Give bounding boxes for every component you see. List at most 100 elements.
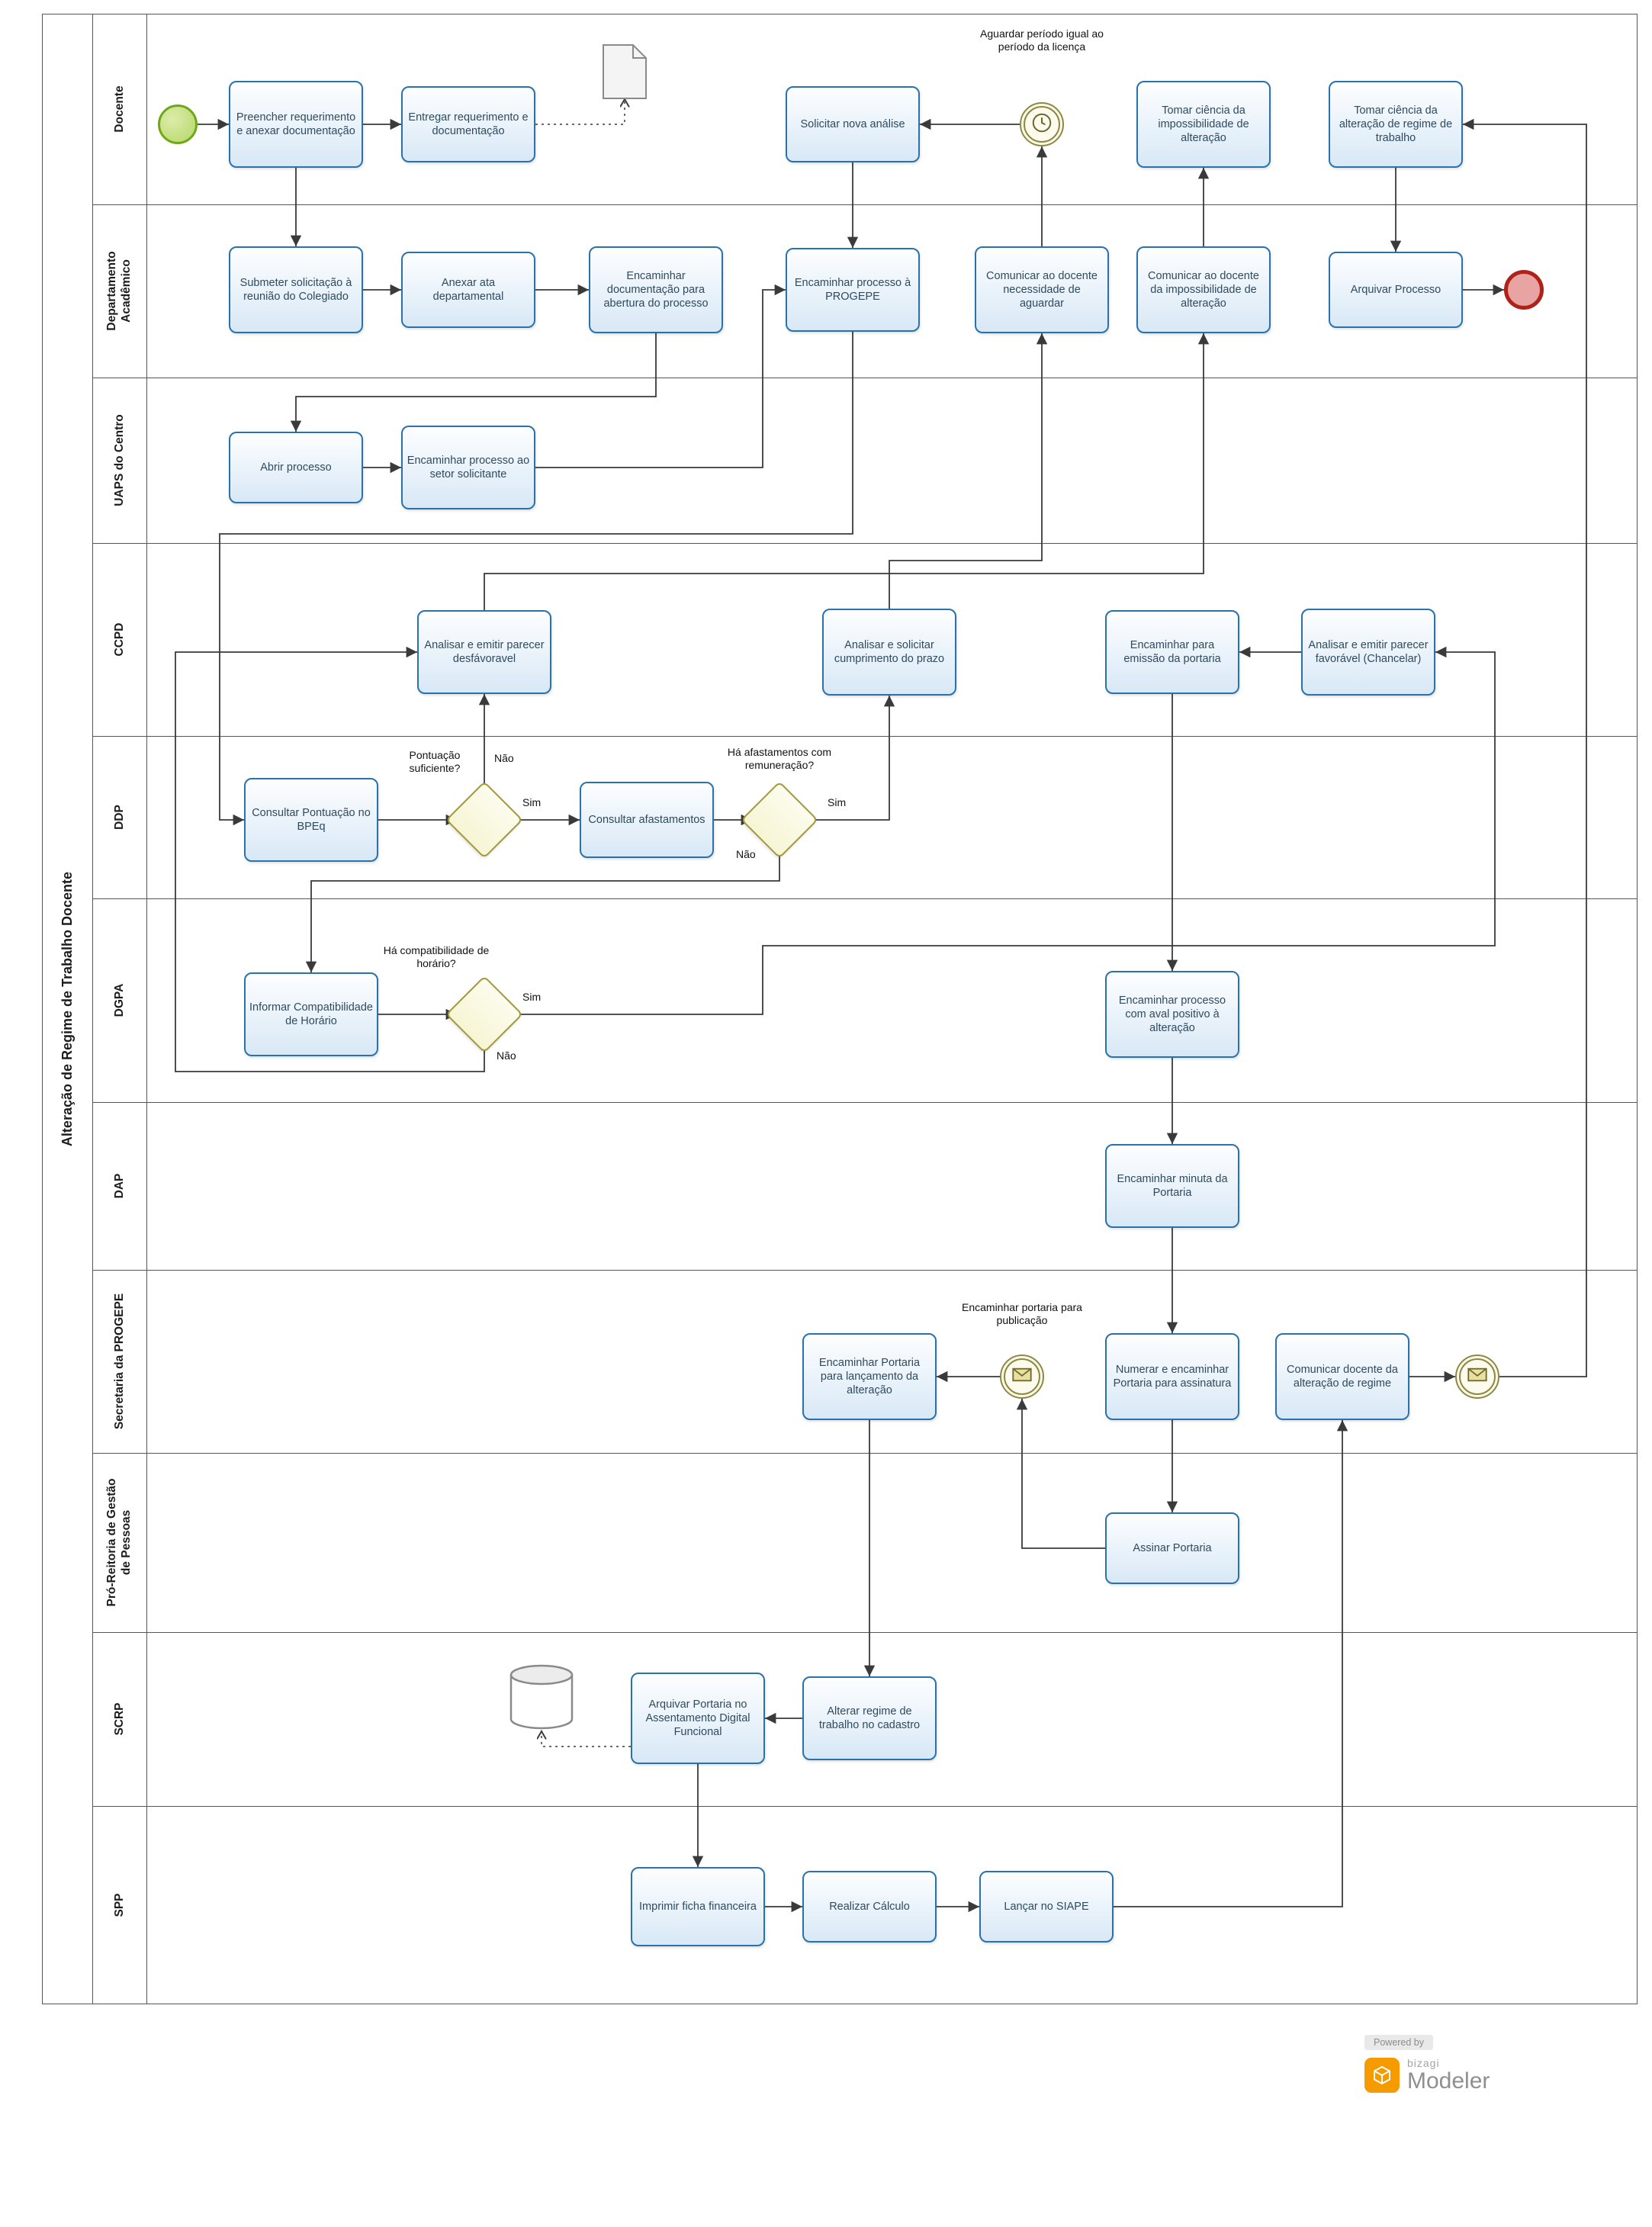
task-label: Submeter solicitação à reunião do Colegi… [239, 276, 352, 303]
task-label: Preencher requerimento e anexar document… [236, 111, 356, 137]
task-label: Entregar requerimento e documentação [408, 111, 529, 137]
envelope-icon [1012, 1367, 1032, 1386]
task-realizar-calculo: Realizar Cálculo [802, 1871, 937, 1943]
task-label: Encaminhar processo ao setor solicitante [407, 454, 530, 480]
task-label: Encaminhar processo com aval positivo à … [1118, 994, 1226, 1035]
task-alterar-regime: Alterar regime de trabalho no cadastro [802, 1676, 937, 1760]
task-label: Analisar e solicitar cumprimento do praz… [834, 638, 945, 665]
pool-title-cell [42, 14, 93, 2004]
task-label: Arquivar Portaria no Assentamento Digita… [645, 1698, 750, 1739]
task-label: Assinar Portaria [1133, 1541, 1212, 1554]
edge-label-sim: Sim [825, 796, 849, 808]
task-label: Comunicar docente da alteração de regime [1287, 1363, 1398, 1390]
message-event-label: Encaminhar portaria para publicação [962, 1301, 1082, 1326]
task-solicitar-nova-analise: Solicitar nova análise [786, 86, 920, 162]
timer-event-label: Aguardar período igual ao período da lic… [980, 27, 1104, 53]
task-encaminhar-emissao-portaria: Encaminhar para emissão da portaria [1105, 610, 1239, 694]
start-event [158, 104, 198, 144]
task-label: Alterar regime de trabalho no cadastro [818, 1705, 921, 1731]
task-label: Solicitar nova análise [800, 117, 905, 130]
lane-label-dgpa: DGPA [112, 983, 126, 1017]
lane-label-ddp: DDP [112, 805, 126, 830]
task-label: Arquivar Processo [1350, 283, 1441, 296]
task-consultar-afastamentos: Consultar afastamentos [580, 782, 714, 858]
edge-label-sim: Sim [520, 796, 544, 808]
task-entregar-requerimento: Entregar requerimento e documentação [401, 86, 535, 162]
task-label: Encaminhar documentação para abertura do… [603, 269, 709, 310]
task-encaminhar-setor: Encaminhar processo ao setor solicitante [401, 426, 535, 509]
database-icon [503, 1663, 580, 1735]
lane-separator [93, 1632, 1638, 1633]
task-label: Tomar ciência da alteração de regime de … [1339, 104, 1453, 145]
task-label: Imprimir ficha financeira [639, 1900, 757, 1913]
bizagi-logo-icon [1364, 2058, 1400, 2094]
task-minuta-portaria: Encaminhar minuta da Portaria [1105, 1144, 1239, 1228]
lane-label-uaps: UAPS do Centro [112, 414, 126, 506]
lane-label-divider [146, 14, 147, 2004]
task-comunicar-impossibilidade: Comunicar ao docente da impossibilidade … [1136, 246, 1271, 333]
task-abrir-processo: Abrir processo [229, 432, 363, 503]
end-event [1504, 270, 1544, 310]
task-consultar-pontuacao: Consultar Pontuação no BPEq [244, 778, 378, 862]
task-label: Realizar Cálculo [829, 1900, 910, 1913]
modeler-product-label: Modeler [1407, 2068, 1490, 2094]
lane-label-dap: DAP [112, 1173, 126, 1199]
task-label: Tomar ciência da impossibilidade de alte… [1158, 104, 1249, 145]
document-icon [603, 44, 647, 103]
edge-label-nao: Não [492, 752, 516, 764]
envelope-icon [1467, 1367, 1487, 1386]
task-aval-positivo: Encaminhar processo com aval positivo à … [1105, 971, 1239, 1058]
task-label: Lançar no SIAPE [1004, 1900, 1089, 1913]
edge-label-nao: Não [494, 1049, 519, 1062]
task-label: Anexar ata departamental [432, 276, 504, 303]
task-label: Analisar e emitir parecer favorável (Cha… [1308, 638, 1429, 665]
pool-title: Alteração de Regime de Trabalho Docente [59, 871, 75, 1147]
task-label: Consultar afastamentos [588, 813, 705, 826]
task-numerar-portaria: Numerar e encaminhar Portaria para assin… [1105, 1333, 1239, 1420]
lane-separator [93, 1806, 1638, 1807]
task-parecer-favoravel: Analisar e emitir parecer favorável (Cha… [1301, 609, 1435, 696]
timer-event [1020, 102, 1064, 146]
task-analisar-prazo: Analisar e solicitar cumprimento do praz… [822, 609, 956, 696]
lane-label-scrp: SCRP [112, 1702, 126, 1736]
task-arquivar-portaria: Arquivar Portaria no Assentamento Digita… [631, 1673, 765, 1764]
task-informar-compatibilidade: Informar Compatibilidade de Horário [244, 972, 378, 1056]
lane-separator [93, 898, 1638, 899]
lane-label-pro-reitoria: Pró-Reitoria de Gestão de Pessoas [105, 1478, 133, 1607]
task-label: Comunicar ao docente da impossibilidade … [1148, 269, 1259, 310]
lane-label-docente: Docente [112, 85, 126, 133]
task-label: Encaminhar para emissão da portaria [1123, 638, 1221, 665]
lane-separator [93, 1102, 1638, 1103]
task-parecer-desfavoravel: Analisar e emitir parecer desfávoravel [417, 610, 551, 694]
task-submeter-solicitacao: Submeter solicitação à reunião do Colegi… [229, 246, 363, 333]
task-label: Comunicar ao docente necessidade de agua… [986, 269, 1098, 310]
lane-separator [93, 543, 1638, 544]
lane-label-departamento-academico: Departamento Acadêmico [105, 251, 133, 331]
pool [42, 14, 1638, 2004]
task-arquivar-processo: Arquivar Processo [1329, 252, 1463, 328]
task-lancar-siape: Lançar no SIAPE [979, 1871, 1114, 1943]
lane-separator [93, 204, 1638, 205]
task-label: Encaminhar processo à PROGEPE [794, 276, 911, 303]
task-label: Informar Compatibilidade de Horário [249, 1001, 373, 1027]
task-label: Consultar Pontuação no BPEq [252, 806, 371, 833]
message-event-comunicar [1455, 1355, 1499, 1399]
bizagi-brand-label: bizagi [1407, 2057, 1440, 2069]
task-label: Encaminhar minuta da Portaria [1117, 1172, 1228, 1199]
message-event-publicacao [1000, 1355, 1044, 1399]
task-label: Numerar e encaminhar Portaria para assin… [1113, 1363, 1232, 1390]
lane-separator [93, 1453, 1638, 1454]
task-comunicar-aguardar: Comunicar ao docente necessidade de agua… [975, 246, 1109, 333]
task-tomar-ciencia-impossibilidade: Tomar ciência da impossibilidade de alte… [1136, 81, 1271, 168]
edge-label-sim: Sim [520, 991, 544, 1003]
task-encaminhar-progepe: Encaminhar processo à PROGEPE [786, 248, 920, 332]
task-anexar-ata: Anexar ata departamental [401, 252, 535, 328]
task-label: Analisar e emitir parecer desfávoravel [424, 638, 545, 665]
task-label: Abrir processo [260, 461, 332, 474]
task-encaminhar-documentacao: Encaminhar documentação para abertura do… [589, 246, 723, 333]
task-label: Encaminhar Portaria para lançamento da a… [818, 1356, 921, 1397]
edge-label-nao: Não [734, 848, 758, 860]
clock-icon [1030, 111, 1053, 138]
task-imprimir-ficha: Imprimir ficha financeira [631, 1867, 765, 1946]
